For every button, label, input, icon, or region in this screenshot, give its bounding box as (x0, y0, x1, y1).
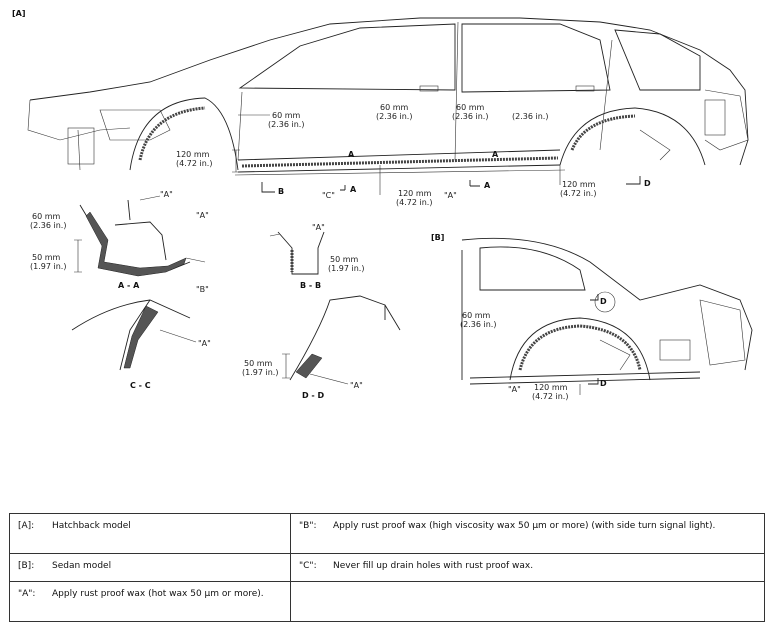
section-a-a: "A" "A" "B" 60 mm (2.36 in.) 50 mm (1.97… (30, 190, 209, 294)
dim-2-36in-rear-door: (2.36 in.) (452, 112, 488, 121)
marker-d: D (644, 179, 651, 188)
callout-a-sedan: "A" (508, 385, 521, 394)
dim-50mm-dd: 50 mm (244, 359, 273, 368)
marker-d-sedan-lower: D (600, 379, 607, 388)
callout-a-aa-right: "A" (196, 211, 209, 220)
dim-60mm-mid: 60 mm (380, 103, 409, 112)
label-hatchback: [A] (12, 9, 26, 18)
dim-50mm-aa: 50 mm (32, 253, 61, 262)
dim-1-97in-dd: (1.97 in.) (242, 368, 278, 377)
legend-key: "C": (299, 561, 317, 572)
dim-60mm-aa: 60 mm (32, 212, 61, 221)
callout-a-cc: "A" (198, 339, 211, 348)
diagram-canvas: [A] 60 mm (12, 9, 753, 401)
legend-row-1: [A]: Hatchback model "B": Apply rust proof… (9, 512, 765, 555)
marker-a-upper-2: A (492, 150, 499, 159)
legend-cell-sedan: [B]: Sedan model (9, 553, 291, 582)
dim-120mm-sill: 120 mm (398, 189, 432, 198)
section-b-b: "A" 50 mm (1.97 in.) B - B (269, 223, 364, 290)
legend-cell-hatchback: [A]: Hatchback model (9, 512, 291, 555)
dim-60mm-sedan: 60 mm (462, 311, 491, 320)
dim-60mm-front-door: 60 mm (272, 111, 301, 120)
marker-a-upper-1: A (348, 150, 355, 159)
callout-a-dd: "A" (350, 381, 363, 390)
dim-120mm-sedan: 120 mm (534, 383, 568, 392)
dim-120mm-front: 120 mm (176, 150, 210, 159)
section-c-c: "A" C - C (71, 299, 211, 390)
legend-cell-a-wax: "A": Apply rust proof wax (hot wax 50 µm … (9, 580, 291, 623)
callout-a-main: "A" (444, 191, 457, 200)
marker-b: B (278, 187, 284, 196)
rust-proof-diagram: [A] 60 mm (12, 9, 753, 401)
sedan-labels: 60 mm (2.36 in.) D D 120 mm (4.72 in.) "… (460, 294, 607, 401)
title-section-c-c: C - C (130, 381, 151, 390)
dim-1-97in-bb: (1.97 in.) (328, 264, 364, 273)
dim-4-72in-rear: (4.72 in.) (560, 189, 596, 198)
dim-120mm-rear: 120 mm (562, 180, 596, 189)
legend-cell-c-drain: "C": Never fill up drain holes with rust … (290, 553, 765, 582)
section-d-d: "A" 50 mm (1.97 in.) D - D (242, 295, 401, 400)
dim-60mm-rear-door: 60 mm (456, 103, 485, 112)
dim-4-72in-sedan: (4.72 in.) (532, 392, 568, 401)
legend-key: "B": (299, 521, 317, 531)
legend-text: Sedan model (52, 561, 112, 572)
dim-2-36in-aa: (2.36 in.) (30, 221, 66, 230)
dim-2-36in-sedan: (2.36 in.) (460, 320, 496, 329)
dim-1-97in-aa: (1.97 in.) (30, 262, 66, 271)
callout-a-aa-top: "A" (160, 190, 173, 199)
legend-text: Never fill up drain holes with rust proo… (333, 561, 534, 572)
marker-a-right: A (484, 181, 491, 190)
title-section-d-d: D - D (302, 391, 325, 400)
dim-2-36in-mid: (2.36 in.) (376, 112, 412, 121)
callout-b-aa: "B" (196, 285, 209, 294)
dim-4-72in-front: (4.72 in.) (176, 159, 212, 168)
legend-row-2: [B]: Sedan model "C": Never fill up drain … (9, 553, 765, 582)
section-markers-main: B A A A A D "C" "A" (261, 150, 651, 200)
dim-4-72in-sill: (4.72 in.) (396, 198, 432, 207)
legend-cell-b-wax: "B": Apply rust proof wax (high viscosity… (290, 512, 765, 555)
dim-2-36in-rear-quarter: (2.36 in.) (512, 112, 548, 121)
label-sedan: [B] (431, 233, 444, 242)
legend-row-3: "A": Apply rust proof wax (hot wax 50 µm … (9, 580, 765, 623)
legend-key: [A]: (18, 521, 35, 531)
marker-d-sedan-upper: D (600, 297, 607, 306)
legend-cell-empty (290, 580, 765, 623)
legend-table: [A]: Hatchback model "B": Apply rust proof… (9, 512, 765, 623)
marker-a-lower: A (350, 185, 357, 194)
title-section-b-b: B - B (300, 281, 321, 290)
main-dimension-labels: 60 mm (2.36 in.) 60 mm (2.36 in.) 60 mm … (176, 103, 596, 207)
hatchback-car-outline (27, 17, 749, 176)
dim-2-36in-front-door: (2.36 in.) (268, 120, 304, 129)
legend-key: "A": (18, 588, 36, 599)
sedan-rear-outline (461, 237, 753, 395)
callout-c-main: "C" (322, 191, 335, 200)
legend-key: [B]: (18, 561, 35, 572)
legend-text: Hatchback model (52, 521, 131, 531)
dim-50mm-bb: 50 mm (330, 255, 359, 264)
legend-text: Apply rust proof wax (high viscosity wax… (333, 521, 716, 531)
legend-text: Apply rust proof wax (hot wax 50 µm or m… (52, 588, 264, 599)
title-section-a-a: A - A (118, 281, 140, 290)
callout-a-bb: "A" (312, 223, 325, 232)
